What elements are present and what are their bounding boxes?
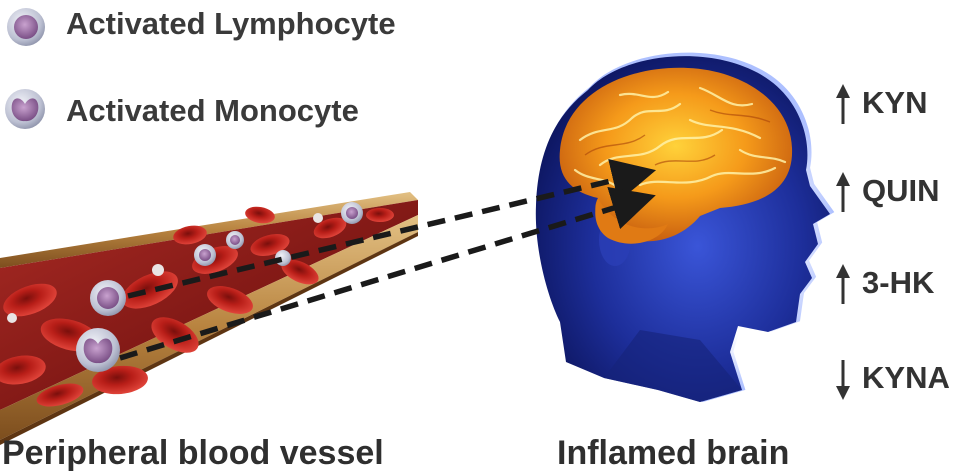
arrow-up-icon bbox=[836, 264, 850, 304]
blood-vessel-illustration bbox=[0, 192, 418, 445]
legend-lymphocyte-label: Activated Lymphocyte bbox=[66, 8, 396, 39]
arrow-down-icon bbox=[836, 360, 850, 400]
vessel-monocyte bbox=[76, 328, 120, 372]
caption-inflamed-brain: Inflamed brain bbox=[557, 436, 789, 470]
marker-label-kyna: KYNA bbox=[862, 362, 950, 393]
marker-label-kyn: KYN bbox=[862, 87, 927, 118]
caption-peripheral-blood-vessel: Peripheral blood vessel bbox=[2, 436, 384, 470]
monocyte-cell-icon bbox=[5, 89, 45, 129]
lymphocyte-cell-icon bbox=[7, 8, 45, 46]
marker-label-quin: QUIN bbox=[862, 175, 940, 206]
vessel-lymphocyte bbox=[90, 280, 126, 316]
head-illustration bbox=[536, 53, 834, 402]
arrow-up-icon bbox=[836, 84, 850, 124]
arrow-up-icon bbox=[836, 172, 850, 212]
marker-label-3hk: 3-HK bbox=[862, 267, 934, 298]
legend-monocyte-label: Activated Monocyte bbox=[66, 95, 359, 126]
